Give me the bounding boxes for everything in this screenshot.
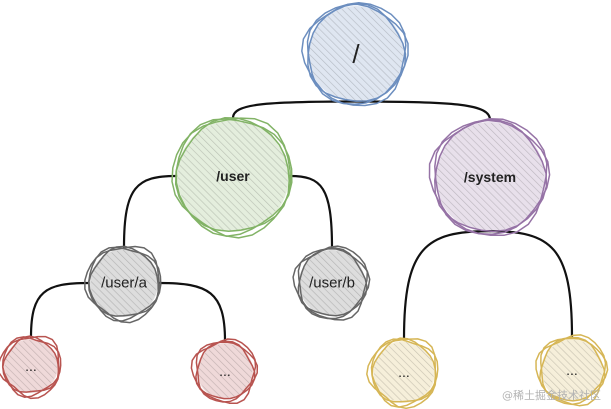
node-root-outline <box>301 1 407 107</box>
node-s-leaf-2-hatch <box>542 340 602 400</box>
edge-user-a-to-a-leaf-1 <box>29 281 90 339</box>
node-root-hatch <box>309 7 403 101</box>
node-system-hatch <box>436 123 544 231</box>
node-a-leaf-2-label: ... <box>219 363 231 379</box>
edge-user-a-to-a-leaf-2 <box>158 281 227 343</box>
node-s-leaf-2-label: ... <box>566 362 578 378</box>
node-user-b-hatch <box>300 251 364 315</box>
watermark-text: @稀土掘金技术社区 <box>502 389 601 402</box>
node-root-label: / <box>352 39 360 69</box>
node-a-leaf-2: ... <box>190 338 259 404</box>
node-s-leaf-1-hatch <box>374 342 434 402</box>
node-s-leaf-2-outline <box>535 334 607 407</box>
node-user-outline <box>171 117 292 239</box>
node-user-b-label: /user/b <box>309 275 355 292</box>
node-a-leaf-2-outline <box>190 338 257 404</box>
node-user-a-label: /user/a <box>101 275 148 292</box>
node-a-leaf-1: ... <box>0 335 62 400</box>
node-user-a-outline <box>84 245 161 324</box>
node-s-leaf-1-outline <box>366 338 437 409</box>
node-system-label: /system <box>464 169 516 185</box>
node-a-leaf-2-hatch <box>198 344 252 398</box>
node-user-b: /user/b <box>292 245 371 321</box>
node-system-outline <box>428 117 548 237</box>
node-root: / <box>301 1 409 107</box>
node-user-label: /user <box>216 168 250 184</box>
node-system: /system <box>428 117 551 237</box>
edge-system-to-s-leaf-2 <box>488 230 574 339</box>
node-user-a-hatch <box>91 250 157 316</box>
node-user-hatch <box>178 121 288 231</box>
edge-root-to-user <box>231 100 358 120</box>
node-user-a: /user/a <box>84 245 162 324</box>
node-user-b-outline <box>292 245 369 321</box>
node-a-leaf-1-outline <box>0 335 60 400</box>
node-user: /user <box>171 117 293 239</box>
node-s-leaf-2: ... <box>535 334 609 407</box>
edge-user-to-user-a <box>122 174 178 249</box>
node-s-leaf-1: ... <box>366 337 439 409</box>
edge-system-to-s-leaf-1 <box>402 230 492 341</box>
node-s-leaf-1-label: ... <box>398 364 410 380</box>
edge-user-to-user-b <box>288 174 334 250</box>
node-a-leaf-1-label: ... <box>25 358 37 374</box>
node-a-leaf-1-hatch <box>5 340 57 392</box>
edge-root-to-system <box>354 100 492 122</box>
